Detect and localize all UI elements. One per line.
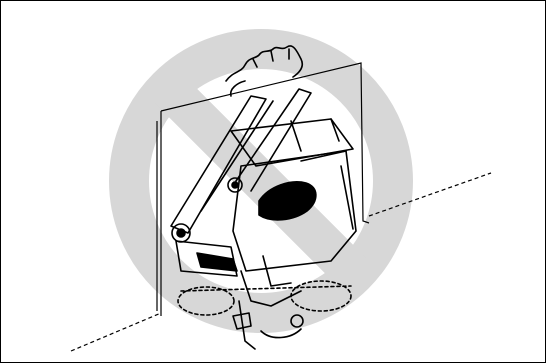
prohibition-sign-icon [129, 49, 393, 313]
